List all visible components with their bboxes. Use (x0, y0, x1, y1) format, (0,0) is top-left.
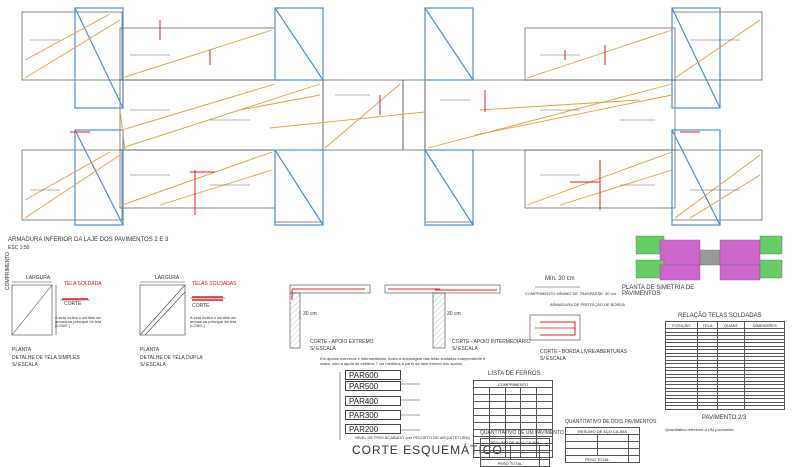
section-end-support (289, 284, 371, 349)
quant1-title: QUANTITATIVO DE UM PAVIMENTO (480, 430, 564, 436)
mid-scale: S/ ESCALA (452, 346, 478, 352)
column-header: QUANT. (717, 321, 746, 329)
double-legend-label: CORTE (192, 303, 210, 309)
support-note: Em apoios extremos e intermediários, fic… (320, 356, 486, 366)
plan-title: ARMADURA INFERIOR DA LAJE DOS PAVIMENTOS… (8, 237, 169, 243)
table-row (665, 405, 785, 410)
column-header: DIMENSÕES (744, 321, 785, 329)
column-header: POSIÇÃO (665, 321, 698, 329)
schematic-level: PAR600 (345, 370, 401, 380)
plan-scale: ESC 1:50 (8, 245, 30, 251)
end-dim: 30 cm (303, 311, 317, 317)
quant1-table: RESUMO DE AÇO CA-50A PESO TOTAL (479, 438, 550, 467)
edge-min-label: Mín. 30 cm (545, 276, 575, 282)
relacao-footer: PAVIMENTO 2/3 (702, 415, 747, 421)
schematic-level: PAR200 (345, 424, 401, 434)
end-scale: S/ ESCALA (310, 346, 336, 352)
blue-panels (74, 7, 721, 226)
mesh-lines (24, 13, 761, 219)
table-row (473, 387, 553, 395)
edge-scale: S/ ESCALA (540, 356, 566, 362)
schematic-note: NÍVEL DE PISO ACABADO (ver PROJETO DE AR… (355, 435, 470, 440)
simple-legend-tag: TELA SOLDADA (64, 281, 102, 287)
quant2-table: RESUMO DE AÇO CA-50A PESO TOTAL (564, 427, 640, 463)
mid-title: CORTE - APOIO INTERMEDIÁRIO (452, 339, 531, 345)
schematic-level: PAR500 (345, 381, 401, 391)
bar-labels (30, 39, 740, 191)
schematic-level: PAR300 (345, 410, 401, 420)
end-title: CORTE - APOIO EXTREMO (310, 339, 374, 345)
double-legend-tag: TELAS SOLDADAS (192, 281, 237, 287)
edge-title: CORTE - BORDA LIVRE/ABERTURAS (540, 349, 628, 355)
double-scale: S/ ESCALA (140, 362, 166, 368)
quant1-sub: RESUMO DE AÇO CA-50A (480, 438, 550, 446)
left-building (21, 7, 404, 223)
detail-simple (11, 281, 90, 336)
simple-title: DETALHE DE TELA SIMPLES (12, 355, 80, 361)
simple-note: A seta indica o sentido da armadura prin… (55, 315, 102, 328)
relacao-title: RELAÇÃO TELAS SOLDADAS (678, 313, 762, 319)
double-note: A seta indica o sentido da armadura prin… (190, 315, 237, 328)
quant2-total: PESO TOTAL (564, 455, 630, 463)
edge-protection-note: ARMADURA DE PROTEÇÃO DE BORDA (550, 302, 625, 307)
lista-heading: COMPRIMENTO (473, 380, 553, 388)
quant2-title: QUANTITATIVO DE DOIS PAVIMENTOS (565, 419, 657, 425)
double-plant-label: PLANTA (140, 347, 160, 353)
floor-plan (21, 7, 763, 226)
section-mid-support (384, 284, 501, 349)
detail-double (139, 281, 225, 336)
red-marks (70, 20, 700, 215)
relacao-note: Quantitativo referente a UM pavimento (665, 427, 734, 432)
symmetry-plan (635, 235, 783, 281)
edge-length-note: COMPRIMENTO MÍNIMO DE TRASPASSE: 30 cm (525, 291, 616, 296)
quant1-total: PESO TOTAL (479, 459, 541, 467)
quant2-sub: RESUMO DE AÇO CA-50A (565, 427, 640, 435)
table-row (473, 394, 553, 402)
simple-tag-top: LARGURA (26, 275, 51, 281)
double-title: DETALHE DE TELA DUPLA (140, 355, 203, 361)
simple-plant-label: PLANTA (12, 347, 32, 353)
table-row (473, 415, 553, 423)
simple-scale: S/ ESCALA (12, 362, 38, 368)
table-header: COMPRIMENTO (473, 380, 553, 388)
schematic-level: PAR400 (345, 396, 401, 406)
schematic-title: CORTE ESQUEMÁTICO (352, 443, 503, 457)
table-row (473, 401, 553, 409)
mid-dim: 30 cm (447, 311, 461, 317)
symmetry-title: PLANTA DE SIMETRIA DE PAVIMENTOS (622, 285, 695, 297)
table-row (473, 422, 553, 430)
column-header: TELA (696, 321, 719, 329)
lista-title: LISTA DE FERROS (488, 371, 541, 377)
simple-length-tag: COMPRIMENTO (5, 252, 11, 290)
section-edge (529, 286, 581, 341)
double-tag-top: LARGURA (155, 275, 180, 281)
simple-legend-label: CORTE (64, 301, 82, 307)
table-row (473, 408, 553, 416)
